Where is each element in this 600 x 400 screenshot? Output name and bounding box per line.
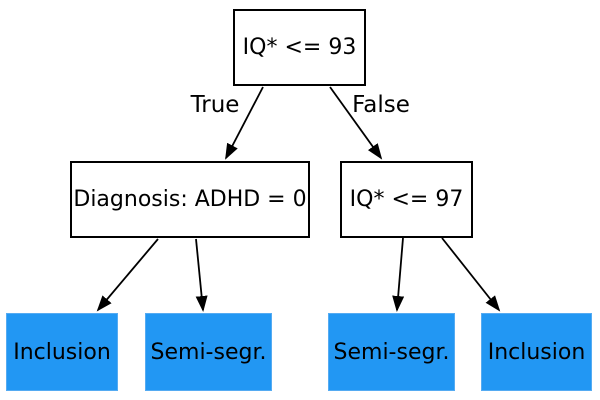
edge-iq97-to-inclusion-2 xyxy=(441,237,501,312)
branch-label-true: True xyxy=(190,92,240,118)
edge-diagnosis-to-inclusion-1 xyxy=(96,238,159,312)
decision-node-root: IQ* <= 93 xyxy=(233,9,366,86)
leaf-node-inclusion-1: Inclusion xyxy=(6,313,118,391)
edge-diagnosis-to-semisegr-1 xyxy=(195,238,208,312)
edge-iq97-to-semisegr-2 xyxy=(392,237,405,312)
branch-label-false: False xyxy=(352,92,410,118)
leaf-node-inclusion-2: Inclusion xyxy=(481,313,592,391)
leaf-node-semi-segr-1: Semi-segr. xyxy=(145,313,272,391)
decision-node-diagnosis-adhd: Diagnosis: ADHD = 0 xyxy=(70,161,310,238)
leaf-node-semi-segr-2: Semi-segr. xyxy=(328,313,455,391)
decision-node-iq-97: IQ* <= 97 xyxy=(340,161,473,238)
